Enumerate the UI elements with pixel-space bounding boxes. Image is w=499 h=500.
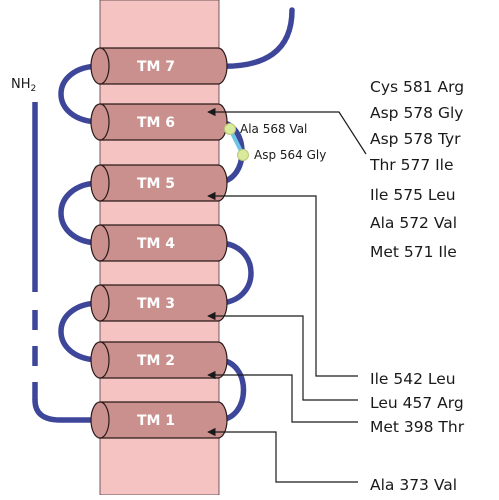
helix-end-cap (90, 164, 110, 202)
n-terminus: NH2 (11, 77, 38, 400)
helix-tm4: TM 4 (90, 224, 228, 262)
leader-tm5 (207, 191, 358, 377)
helix-tm1: TM 1 (90, 401, 228, 439)
mutation-label: Asp 578 Gly (370, 104, 463, 122)
c-terminal-tail (212, 7, 295, 69)
n-terminus-label: NH2 (11, 77, 36, 94)
helix-body (99, 224, 228, 262)
helix-end-cap (90, 284, 110, 322)
inner-mutation-label: Asp 564 Gly (254, 148, 326, 162)
helix-end-cap (90, 47, 110, 85)
helix-label: TM 1 (137, 413, 175, 429)
mutation-label: Thr 577 Ile (369, 156, 454, 174)
helix-body (99, 341, 228, 379)
loop-tm7-tm6 (58, 63, 103, 125)
helix-body (99, 284, 228, 322)
helix-label: TM 5 (137, 176, 175, 192)
helix-end-cap (90, 401, 110, 439)
helix-tm3: TM 3 (90, 284, 228, 322)
inner-mutation-label: Ala 568 Val (240, 122, 307, 136)
inner-mutation-pair: Ala 568 Val Asp 564 Gly (224, 122, 326, 162)
helix-tm6: TM 6 (90, 103, 228, 141)
helix-body (99, 47, 228, 85)
helix-end-cap (90, 224, 110, 262)
helix-label: TM 2 (137, 353, 175, 369)
helix-tm5: TM 5 (90, 164, 228, 202)
n-terminal-connection (32, 397, 103, 423)
helix-end-cap (90, 103, 110, 141)
mutation-label: Leu 457 Arg (370, 394, 464, 412)
loop-tm3-tm2 (58, 300, 103, 363)
helix-label: TM 3 (137, 296, 175, 312)
mutation-label: Asp 578 Tyr (370, 130, 461, 148)
helix-tm7: TM 7 (90, 47, 228, 85)
helix-label: TM 4 (137, 236, 175, 252)
mutation-leader-lines (207, 107, 367, 483)
mutation-label: Met 398 Thr (370, 418, 465, 436)
residue-dot-ala568 (224, 123, 236, 135)
loop-tm2-tm1 (215, 357, 247, 423)
leader-tm3 (207, 311, 358, 401)
mutation-label: Cys 581 Arg (370, 78, 464, 96)
mutation-label: Ala 373 Val (370, 476, 457, 494)
helix-tm2: TM 2 (90, 341, 228, 379)
mutation-label: Ile 542 Leu (370, 370, 456, 388)
helix-label: TM 7 (137, 59, 175, 75)
helix-body (99, 401, 228, 439)
mutation-label: Met 571 Ile (370, 243, 457, 261)
residue-dot-asp564 (237, 149, 249, 161)
leader-tm6 (207, 107, 367, 155)
transmembrane-helices: TM 7 TM 6 TM 5 TM 4 TM 3 TM 2 TM 1 (90, 47, 228, 439)
loop-tm5-tm4 (58, 180, 103, 246)
mutation-label: Ile 575 Leu (370, 186, 456, 204)
leader-tm2 (207, 370, 358, 423)
leader-tm1 (207, 427, 358, 483)
mutation-label: Ala 572 Val (370, 214, 457, 232)
loop-tm4-tm3 (215, 240, 254, 306)
helix-end-cap (90, 341, 110, 379)
helix-body (99, 164, 228, 202)
helix-label: TM 6 (137, 115, 175, 131)
helix-body (99, 103, 228, 141)
